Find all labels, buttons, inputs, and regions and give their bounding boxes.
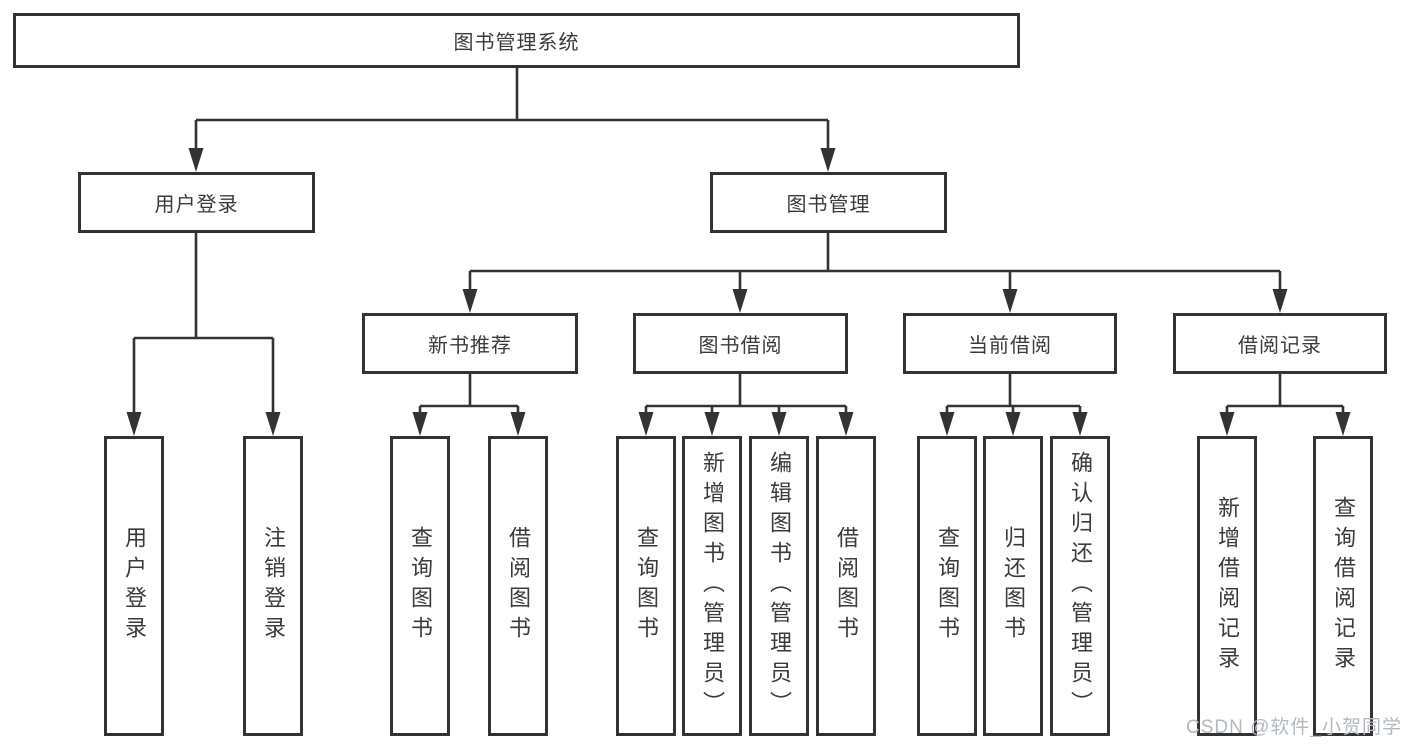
node-label: 新增图书（管理员） [700, 451, 725, 721]
leaf-query-books-3: 查询图书 [917, 436, 977, 736]
node-label: 借阅图书 [834, 526, 859, 646]
leaf-confirm-return-admin: 确认归还（管理员） [1050, 436, 1110, 736]
leaf-user-login: 用户登录 [104, 436, 164, 736]
leaf-borrow-books-2: 借阅图书 [816, 436, 876, 736]
node-book-management: 图书管理 [710, 172, 947, 233]
node-label: 借阅记录 [1238, 335, 1322, 357]
node-book-borrow: 图书借阅 [633, 313, 848, 374]
node-user-login: 用户登录 [78, 172, 315, 233]
node-label: 新书推荐 [428, 335, 512, 357]
node-borrow-records: 借阅记录 [1173, 313, 1387, 374]
node-label: 图书管理系统 [453, 32, 580, 54]
node-label: 当前借阅 [968, 335, 1052, 357]
node-current-borrow: 当前借阅 [903, 313, 1117, 374]
arrowheads [126, 148, 1351, 436]
leaf-edit-book-admin: 编辑图书（管理员） [749, 436, 809, 736]
node-new-book-recommend: 新书推荐 [362, 313, 578, 374]
node-label: 图书管理 [786, 194, 871, 216]
node-label: 确认归还（管理员） [1068, 451, 1093, 721]
leaf-add-book-admin: 新增图书（管理员） [682, 436, 742, 736]
leaf-borrow-books: 借阅图书 [488, 436, 548, 736]
node-label: 注销登录 [261, 526, 286, 646]
node-label: 用户登录 [154, 194, 239, 216]
leaf-query-books: 查询图书 [390, 436, 450, 736]
leaf-add-borrow-record: 新增借阅记录 [1197, 436, 1257, 736]
node-label: 查询图书 [634, 526, 659, 646]
node-library-management-system: 图书管理系统 [13, 13, 1020, 68]
node-label: 用户登录 [122, 526, 147, 646]
node-label: 归还图书 [1001, 526, 1026, 646]
node-label: 借阅图书 [506, 526, 531, 646]
node-label: 图书借阅 [698, 335, 783, 357]
leaf-return-book: 归还图书 [983, 436, 1043, 736]
leaf-query-books-2: 查询图书 [616, 436, 676, 736]
leaf-logout: 注销登录 [243, 436, 303, 736]
node-label: 编辑图书（管理员） [767, 451, 792, 721]
node-label: 查询图书 [935, 526, 960, 646]
node-label: 查询借阅记录 [1331, 496, 1356, 676]
leaf-query-borrow-record: 查询借阅记录 [1313, 436, 1373, 736]
node-label: 新增借阅记录 [1215, 496, 1240, 676]
node-label: 查询图书 [408, 526, 433, 646]
csdn-watermark: CSDN @软件_小贺同学 [1186, 717, 1402, 738]
